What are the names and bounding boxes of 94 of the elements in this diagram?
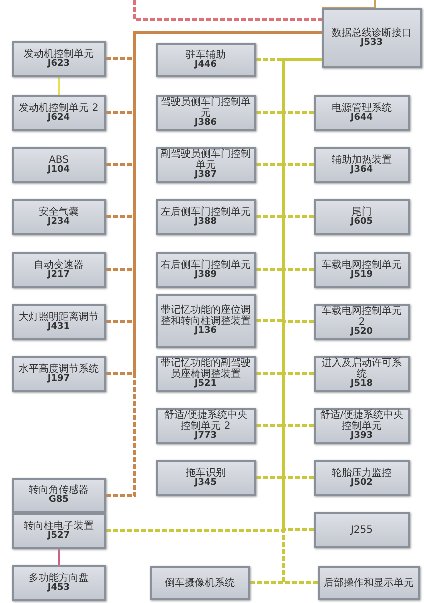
- unit-name: 带记忆功能的座位调整和转向柱调整装置: [160, 305, 252, 328]
- unit-name: 驾驶员侧车门控制单元: [160, 97, 252, 120]
- unit-code: J234: [48, 218, 70, 228]
- control-unit-box: [12, 252, 106, 288]
- unit-name: 舒适/便捷系统中央控制单元: [319, 410, 405, 432]
- unit-code: J521: [194, 380, 218, 390]
- unit-code: J197: [48, 374, 70, 384]
- control-unit-box: [12, 513, 106, 549]
- unit-name: J255: [350, 524, 374, 536]
- unit-code: J364: [350, 166, 374, 176]
- unit-name: 自动变速器: [34, 260, 84, 271]
- control-unit-box: [314, 512, 410, 548]
- unit-name: 车载电网控制单元 2: [321, 306, 403, 328]
- unit-name: 尾门: [352, 206, 372, 218]
- unit-name: 后部操作和显示单元: [324, 578, 414, 588]
- unit-code: J520: [350, 328, 374, 338]
- unit-code: J388: [194, 218, 218, 228]
- control-unit-box: [314, 408, 410, 444]
- control-unit-box: [156, 356, 256, 392]
- control-unit-box: [322, 8, 422, 68]
- control-unit-box: [12, 95, 106, 131]
- unit-code: J431: [48, 322, 70, 332]
- unit-name: 右后侧车门控制单元: [161, 260, 251, 271]
- control-unit-box: [12, 356, 106, 392]
- control-unit-box: [12, 41, 106, 77]
- unit-code: J773: [194, 432, 218, 442]
- unit-name: 左后侧车门控制单元: [161, 206, 251, 218]
- unit-name: 副驾驶员侧车门控制单元: [160, 149, 252, 172]
- unit-name: 数据总线诊断接口: [332, 28, 412, 39]
- unit-code: J533: [360, 38, 384, 48]
- unit-name: 倒车摄像机系统: [165, 578, 235, 588]
- control-unit-box: [150, 566, 250, 600]
- control-unit-box: [314, 95, 410, 131]
- control-unit-box: [156, 43, 256, 77]
- unit-code: J446: [194, 60, 218, 70]
- unit-name: 轮胎压力监控: [332, 468, 392, 479]
- unit-code: J527: [48, 532, 70, 542]
- unit-name: 水平高度调节系统: [19, 364, 99, 375]
- unit-name: 进入及启动许可系统: [321, 358, 403, 380]
- unit-code: J624: [48, 114, 70, 124]
- unit-code: J623: [48, 60, 70, 70]
- control-unit-box: [156, 95, 256, 131]
- control-unit-box: [156, 460, 256, 496]
- control-unit-box: [156, 252, 256, 288]
- control-unit-box: [314, 460, 410, 496]
- control-unit-box: [156, 199, 256, 235]
- unit-name: 电源管理系统: [332, 102, 392, 114]
- unit-name: 转向角传感器: [29, 485, 89, 496]
- unit-code: J453: [48, 584, 70, 594]
- unit-name: 舒适/便捷系统中央控制单元 2: [163, 410, 249, 432]
- unit-name: 多功能方向盘: [29, 572, 89, 584]
- control-unit-box: [314, 252, 410, 288]
- unit-name: 转向柱电子装置: [24, 520, 94, 532]
- control-unit-box: [12, 565, 106, 601]
- unit-name: 发动机控制单元 2: [19, 102, 99, 114]
- unit-name: 安全气囊: [39, 206, 79, 218]
- control-unit-box: [314, 304, 410, 340]
- unit-name: 辅助加热装置: [332, 154, 392, 166]
- bus-line: [58, 549, 60, 565]
- unit-name: 拖车识别: [186, 468, 226, 479]
- bus-line: [58, 77, 60, 95]
- control-unit-box: [12, 304, 106, 340]
- control-unit-box: [12, 199, 106, 235]
- unit-code: J644: [350, 114, 374, 124]
- bus-line: [322, 0, 376, 9]
- unit-name: 带记忆功能的副驾驶员座椅调整装置: [160, 358, 252, 380]
- control-unit-box: [12, 147, 106, 183]
- unit-code: J519: [350, 270, 374, 280]
- unit-name: 大灯照明距离调节: [19, 312, 99, 323]
- unit-code: J393: [350, 432, 374, 442]
- unit-code: J136: [194, 327, 218, 337]
- bus-line: [134, 0, 322, 22]
- control-unit-box: [156, 408, 256, 444]
- unit-code: J389: [194, 270, 218, 280]
- unit-code: J104: [48, 166, 70, 176]
- unit-name: 驻车辅助: [186, 50, 226, 61]
- control-unit-box: [156, 147, 256, 183]
- control-unit-box: [318, 566, 420, 600]
- unit-code: J502: [350, 478, 374, 488]
- unit-name: 车载电网控制单元: [322, 260, 402, 271]
- unit-code: J217: [48, 270, 70, 280]
- unit-code: J345: [194, 478, 218, 488]
- control-unit-box: [314, 199, 410, 235]
- unit-code: J605: [350, 218, 374, 228]
- control-unit-box: [314, 356, 410, 392]
- unit-name: ABS: [49, 154, 69, 166]
- unit-code: G85: [49, 496, 69, 506]
- unit-code: J386: [194, 119, 218, 129]
- unit-code: J387: [194, 171, 218, 181]
- control-unit-box: [156, 294, 256, 348]
- control-unit-box: [314, 147, 410, 183]
- unit-code: J518: [350, 380, 374, 390]
- control-unit-box: [12, 478, 106, 513]
- unit-name: 发动机控制单元: [24, 48, 94, 60]
